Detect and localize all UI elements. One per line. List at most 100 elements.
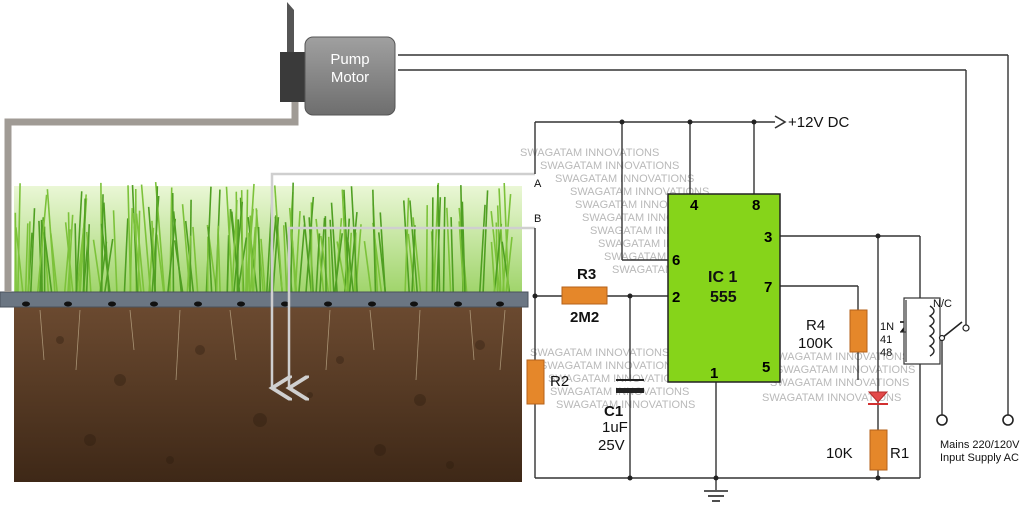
resistor-r1: [869, 429, 888, 471]
pump-label-line1: Pump: [330, 51, 369, 68]
grass-blade: [17, 183, 21, 293]
roots: [39, 309, 506, 381]
r3-label: R3: [577, 266, 596, 283]
ic-pin-1: 1: [710, 365, 718, 382]
grass-blade: [50, 233, 58, 293]
grass-blade: [67, 212, 71, 293]
watermark-text: SWAGATAM INNOVATIONS: [520, 147, 659, 159]
probe-a-wire: [272, 172, 535, 388]
grass-blade: [231, 199, 238, 293]
grass-blade: [127, 185, 132, 293]
soil-probes: A B: [272, 172, 542, 388]
watermark-text: SWAGATAM INNOVATIONS: [555, 173, 694, 185]
grass-blade: [30, 208, 36, 293]
grass-blades: [14, 182, 513, 293]
grass-blade: [343, 218, 351, 293]
diode-label-3: 48: [880, 347, 892, 359]
grass-blade: [350, 186, 358, 293]
circuit-wires: [398, 54, 1009, 490]
grass-blade: [341, 189, 349, 293]
grass-blade: [225, 186, 234, 293]
grass-blade: [288, 207, 298, 293]
grass-blade: [245, 189, 249, 293]
grass-blade: [479, 204, 486, 293]
ic-part: 555: [710, 289, 737, 306]
grass-blade: [85, 231, 92, 293]
ic-pin-6: 6: [672, 252, 680, 269]
grass-blade: [329, 219, 335, 293]
c1-voltage: 25V: [598, 437, 625, 454]
grass-blade: [233, 201, 244, 293]
grass-blade: [298, 224, 306, 293]
grass-blade: [85, 224, 91, 293]
grass-blade: [252, 209, 258, 293]
soil-texture: [56, 336, 485, 469]
watermark-text: SWAGATAM INNOVATIONS: [556, 399, 695, 411]
grass-blade: [74, 223, 78, 293]
grass-blade: [372, 189, 377, 293]
resistor-r4: [849, 309, 868, 353]
grass-blade: [100, 194, 104, 293]
relay: [900, 297, 970, 365]
grass-blade: [82, 198, 86, 293]
grass-blade: [67, 214, 74, 293]
grass-blade: [112, 210, 118, 293]
probe-b-label: B: [534, 213, 541, 225]
ic-pin-7: 7: [764, 279, 772, 296]
pump-motor: Pump Motor: [280, 2, 396, 116]
grass-blade: [327, 236, 332, 293]
grass-blade: [82, 241, 89, 293]
grass-blade: [482, 190, 489, 293]
mains-label-line2: Input Supply AC: [940, 452, 1019, 464]
dc-arrow-icon: [774, 115, 787, 129]
relay-coil-icon: [928, 305, 935, 357]
grass-blade: [249, 226, 257, 293]
probe-a-label: A: [534, 178, 542, 190]
ic-pin-4: 4: [690, 197, 699, 214]
grass-blade: [493, 223, 503, 293]
grass-blade: [315, 218, 325, 293]
grass-blade: [92, 239, 102, 293]
irrigation-pipe: [0, 291, 529, 308]
grass-blade: [450, 217, 454, 293]
grass-blade: [343, 189, 350, 293]
grass-blade: [315, 233, 321, 293]
watermark-text: SWAGATAM INNOVATIONS: [530, 347, 669, 359]
ic-pin-3: 3: [764, 229, 772, 246]
grass-blade: [490, 211, 501, 293]
grass-blade: [75, 191, 83, 293]
c1-value: 1uF: [602, 419, 628, 436]
c1-label: C1: [604, 403, 623, 420]
ic-pin-8: 8: [752, 197, 760, 214]
ground-icon: [704, 490, 728, 502]
grass-blade: [192, 226, 199, 293]
r4-label: R4: [806, 317, 825, 334]
ic-pin-2: 2: [672, 289, 680, 306]
grass-blade: [407, 233, 416, 293]
r4-value: 100K: [798, 335, 833, 352]
grass-blade: [131, 185, 139, 293]
r1-value: 10K: [826, 445, 853, 462]
grass-blade: [495, 222, 499, 293]
water-supply-pipe: [4, 100, 299, 292]
grass-blade: [167, 218, 177, 293]
grass-blade: [249, 215, 254, 293]
grass-blade: [135, 213, 145, 293]
ic-555: IC 1 555 4 8 6 2 3 7 5 1: [667, 193, 781, 383]
diode-label-2: 41: [880, 334, 892, 346]
ic-pin-5: 5: [762, 359, 770, 376]
capacitor-c1: [616, 379, 644, 393]
grass-blade: [319, 217, 326, 293]
grass-blade: [140, 184, 152, 293]
grass-blade: [404, 197, 410, 293]
grass-blade: [36, 194, 48, 293]
grass-blade: [282, 225, 288, 293]
grass-blade: [207, 226, 213, 293]
grass-blade: [294, 211, 301, 293]
probe-b-wire: [289, 226, 535, 388]
grass-blade: [123, 218, 129, 293]
grass-blade: [132, 212, 142, 293]
resistor-r3: [561, 286, 608, 305]
grass-blade: [24, 223, 29, 293]
